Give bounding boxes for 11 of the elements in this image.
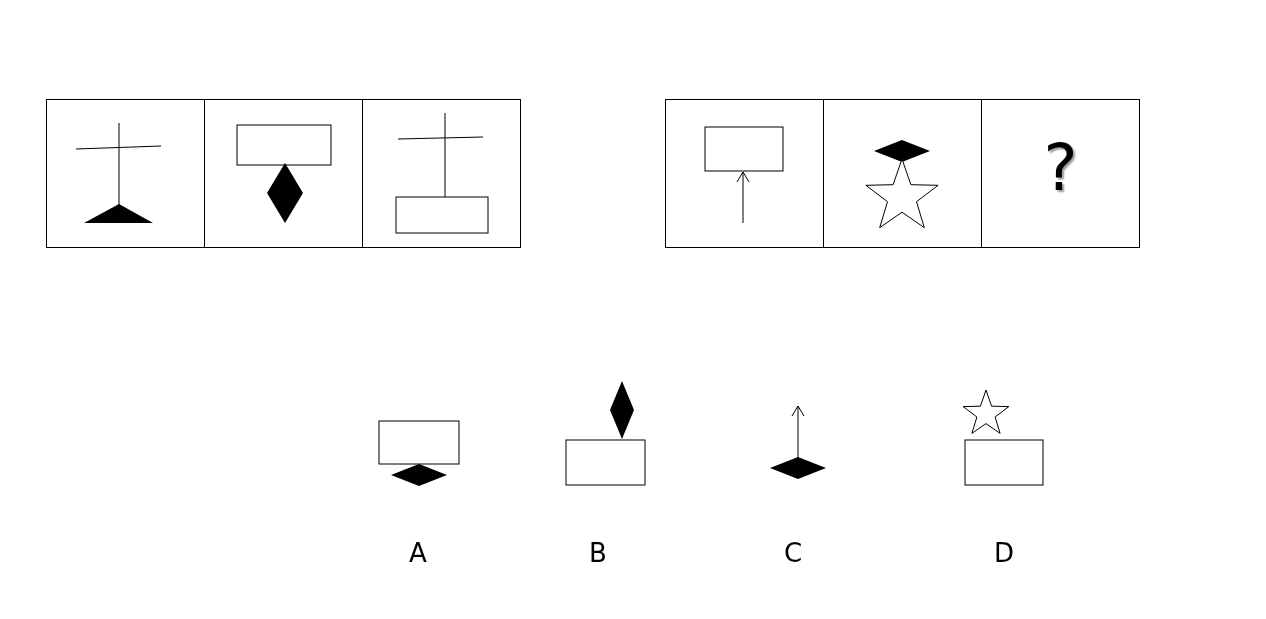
puzzle-cell (204, 99, 363, 248)
question-mark: ? (1042, 130, 1079, 207)
puzzle-cell (362, 99, 521, 248)
option-letter: B (588, 537, 608, 570)
puzzle-cell (46, 99, 205, 248)
puzzle-cell (665, 99, 824, 248)
option-letter: D (993, 537, 1015, 570)
option-letter: C (782, 537, 804, 570)
puzzle-cell (981, 99, 1140, 248)
puzzle-cell (823, 99, 982, 248)
option-letter: A (408, 537, 428, 570)
